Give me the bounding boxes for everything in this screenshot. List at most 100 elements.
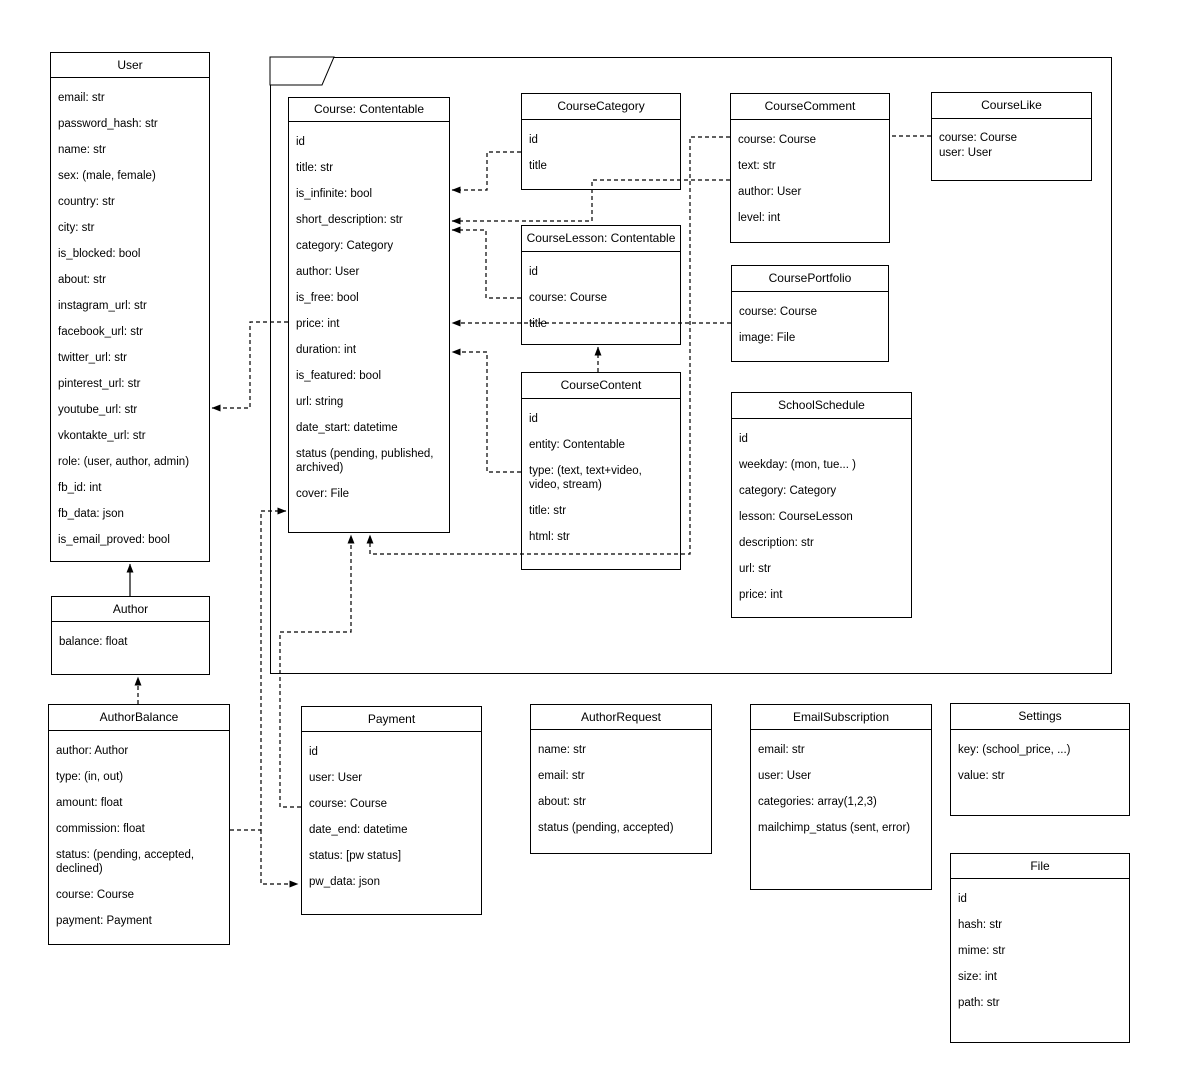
entity-field: type: (text, text+video, video, stream) <box>529 465 642 491</box>
entity-field: id <box>529 134 538 146</box>
entity-authorRequest[interactable]: AuthorRequest name: str email: str about: s… <box>530 704 712 854</box>
entity-field: title: str <box>529 505 567 517</box>
entity-fields: id weekday: (mon, tue... ) category: Categ… <box>732 419 911 602</box>
entity-field: payment: Payment <box>56 915 152 927</box>
entity-field: course: Course <box>939 132 1017 144</box>
entity-field: name: str <box>538 744 586 756</box>
entity-field: is_free: bool <box>296 292 359 304</box>
entity-title: AuthorBalance <box>49 705 229 731</box>
entity-field: password_hash: str <box>58 118 158 130</box>
entity-field: lesson: CourseLesson <box>739 511 853 523</box>
entity-field: course: Course <box>56 889 134 901</box>
entity-field: email: str <box>758 744 805 756</box>
entity-courseComment[interactable]: CourseComment course: Course text: str auth… <box>730 93 890 243</box>
entity-field: mime: str <box>958 945 1006 957</box>
entity-field: description: str <box>739 537 814 549</box>
entity-field: id <box>309 746 318 758</box>
entity-field: html: str <box>529 531 570 543</box>
entity-field: author: User <box>296 266 360 278</box>
entity-field: is_blocked: bool <box>58 248 141 260</box>
entity-field: category: Category <box>739 485 837 497</box>
entity-field: is_featured: bool <box>296 370 382 382</box>
entity-field: status: (pending, accepted, declined) <box>56 849 195 875</box>
entity-field: path: str <box>958 997 1000 1009</box>
entity-title: CourseComment <box>731 94 889 120</box>
entity-field: author: User <box>738 186 802 198</box>
entity-fields: key: (school_price, ...)value: str <box>951 730 1129 783</box>
entity-field: id <box>529 413 538 425</box>
entity-title: User <box>51 53 209 78</box>
entity-field: course: Course <box>738 134 816 146</box>
entity-fields: balance: float <box>52 622 209 649</box>
entity-field: size: int <box>958 971 997 983</box>
entity-field: about: str <box>538 796 586 808</box>
entity-field: user: User <box>758 770 812 782</box>
entity-field: category: Category <box>296 240 394 252</box>
entity-field: sex: (male, female) <box>58 170 156 182</box>
connector-authorBalance-payment[interactable] <box>260 830 299 888</box>
entity-title: Payment <box>302 707 481 732</box>
entity-title: CourseContent <box>522 373 680 399</box>
entity-field: weekday: (mon, tue... ) <box>739 459 856 471</box>
entity-courseLike[interactable]: CourseLike course: Course user: User <box>931 92 1092 181</box>
entity-field: date_end: datetime <box>309 824 408 836</box>
entity-field: id <box>958 893 967 905</box>
entity-fields: id title <box>522 120 680 173</box>
entity-field: price: int <box>739 589 783 601</box>
entity-field: balance: float <box>59 636 128 648</box>
entity-field: text: str <box>738 160 776 172</box>
entity-field: fb_id: int <box>58 482 102 494</box>
entity-title: CourseLike <box>932 93 1091 119</box>
entity-field: title <box>529 318 547 330</box>
entity-field: cover: File <box>296 488 350 500</box>
entity-field: user: User <box>939 147 993 159</box>
entity-field: id <box>529 266 538 278</box>
entity-field: hash: str <box>958 919 1003 931</box>
entity-field: name: str <box>58 144 106 156</box>
entity-field: title: str <box>296 162 334 174</box>
entity-fields: course: Course user: User <box>932 119 1091 160</box>
entity-fields: id hash: str mime: str size: int path: str <box>951 879 1129 1010</box>
entity-field: about: str <box>58 274 106 286</box>
entity-author[interactable]: Author balance: float <box>51 596 210 675</box>
entity-field: course: Course <box>529 292 607 304</box>
entity-field: key: (school_price, ...) <box>958 744 1071 756</box>
entity-courseCategory[interactable]: CourseCategory id title <box>521 93 681 190</box>
entity-field: email: str <box>538 770 585 782</box>
entity-field: pinterest_url: str <box>58 378 141 390</box>
entity-title: Settings <box>951 704 1129 730</box>
entity-field: fb_data: json <box>58 508 124 520</box>
entity-field: status (pending, published, archived) <box>296 448 434 474</box>
entity-field: title <box>529 160 547 172</box>
entity-field: vkontakte_url: str <box>58 430 146 442</box>
entity-title: Author <box>52 597 209 622</box>
entity-field: email: str <box>58 92 105 104</box>
entity-field: url: string <box>296 396 344 408</box>
entity-title: AuthorRequest <box>531 705 711 730</box>
entity-field: role: (user, author, admin) <box>58 456 190 468</box>
entity-user[interactable]: User email: str password_hash: str name: st… <box>50 52 210 562</box>
entity-field: pw_data: json <box>309 876 380 888</box>
entity-field: id <box>739 433 748 445</box>
entity-title: CourseCategory <box>522 94 680 120</box>
entity-field: duration: int <box>296 344 357 356</box>
entity-field: instagram_url: str <box>58 300 147 312</box>
entity-field: mailchimp_status (sent, error) <box>758 822 911 834</box>
entity-field: user: User <box>309 772 363 784</box>
entity-field: image: File <box>739 332 796 344</box>
entity-field: short_description: str <box>296 214 403 226</box>
